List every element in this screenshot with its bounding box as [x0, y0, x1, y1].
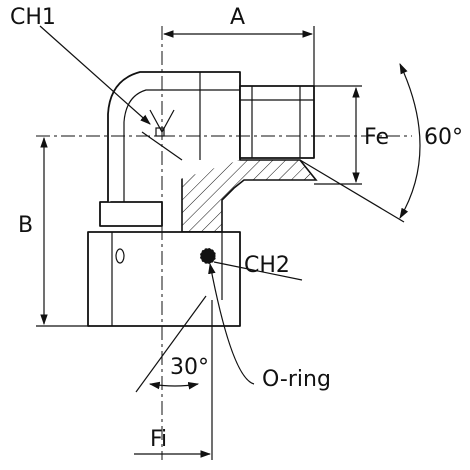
- label-60: 60°: [424, 125, 463, 150]
- label-ch2: CH2: [244, 253, 290, 278]
- label-ch1: CH1: [10, 5, 56, 30]
- label-a: A: [230, 5, 245, 30]
- label-fe: Fe: [364, 125, 389, 150]
- ch1-leader: [39, 25, 151, 125]
- swivel-nut: [87, 231, 241, 327]
- label-oring: O-ring: [262, 367, 331, 392]
- ch2-leader: [213, 261, 303, 281]
- angle-30-arc: [148, 381, 200, 390]
- collar: [99, 201, 163, 227]
- label-fi: Fi: [150, 427, 167, 452]
- elbow-body-outline: [107, 71, 241, 202]
- center-mark: [155, 127, 165, 137]
- oring-leader: [208, 262, 255, 385]
- label-30: 30°: [170, 355, 209, 380]
- o-ring: [200, 248, 216, 264]
- label-b: B: [18, 213, 33, 238]
- angle-60-arc: [399, 63, 421, 219]
- nut-hex-face: [115, 248, 125, 264]
- thread-end: [239, 85, 315, 159]
